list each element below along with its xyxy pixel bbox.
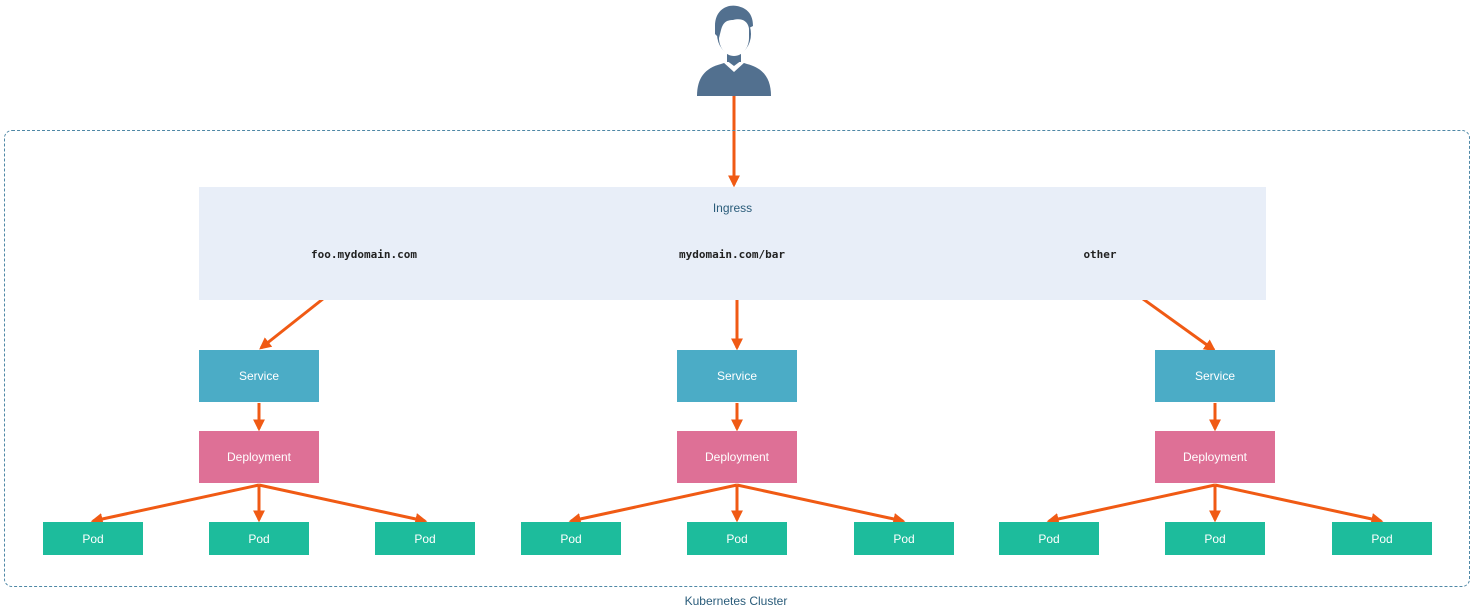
- pod-2-2: Pod: [687, 522, 787, 555]
- deployment-3: Deployment: [1155, 431, 1275, 483]
- service-2: Service: [677, 350, 797, 402]
- ingress-box: Ingress foo.mydomain.com mydomain.com/ba…: [199, 187, 1266, 300]
- ingress-title: Ingress: [712, 201, 753, 215]
- deployment-2: Deployment: [677, 431, 797, 483]
- pod-2-1: Pod: [521, 522, 621, 555]
- pod-3-1: Pod: [999, 522, 1099, 555]
- arrow-deployment3-to-pod1: [1046, 483, 1216, 525]
- pod-1-3: Pod: [375, 522, 475, 555]
- deployment-1: Deployment: [199, 431, 319, 483]
- ingress-rule-2: mydomain.com/bar: [679, 248, 785, 261]
- kubernetes-cluster: [4, 130, 1470, 587]
- arrow-deployment1-to-pod3: [258, 483, 428, 525]
- pod-3-3: Pod: [1332, 522, 1432, 555]
- pod-1-2: Pod: [209, 522, 309, 555]
- arrow-deployment2-to-pod1: [568, 483, 738, 525]
- arrow-deployment2-to-pod3: [736, 483, 906, 525]
- service-1: Service: [199, 350, 319, 402]
- service-3: Service: [1155, 350, 1275, 402]
- arrow-deployment3-to-pod3: [1214, 483, 1384, 525]
- ingress-rule-3: other: [1083, 248, 1117, 261]
- pod-3-2: Pod: [1165, 522, 1265, 555]
- arrow-deployment1-to-pod1: [90, 483, 260, 525]
- pod-2-3: Pod: [854, 522, 954, 555]
- user-icon: [697, 5, 771, 96]
- ingress-rule-1: foo.mydomain.com: [311, 248, 417, 261]
- pod-1-1: Pod: [43, 522, 143, 555]
- cluster-label: Kubernetes Cluster: [684, 594, 788, 608]
